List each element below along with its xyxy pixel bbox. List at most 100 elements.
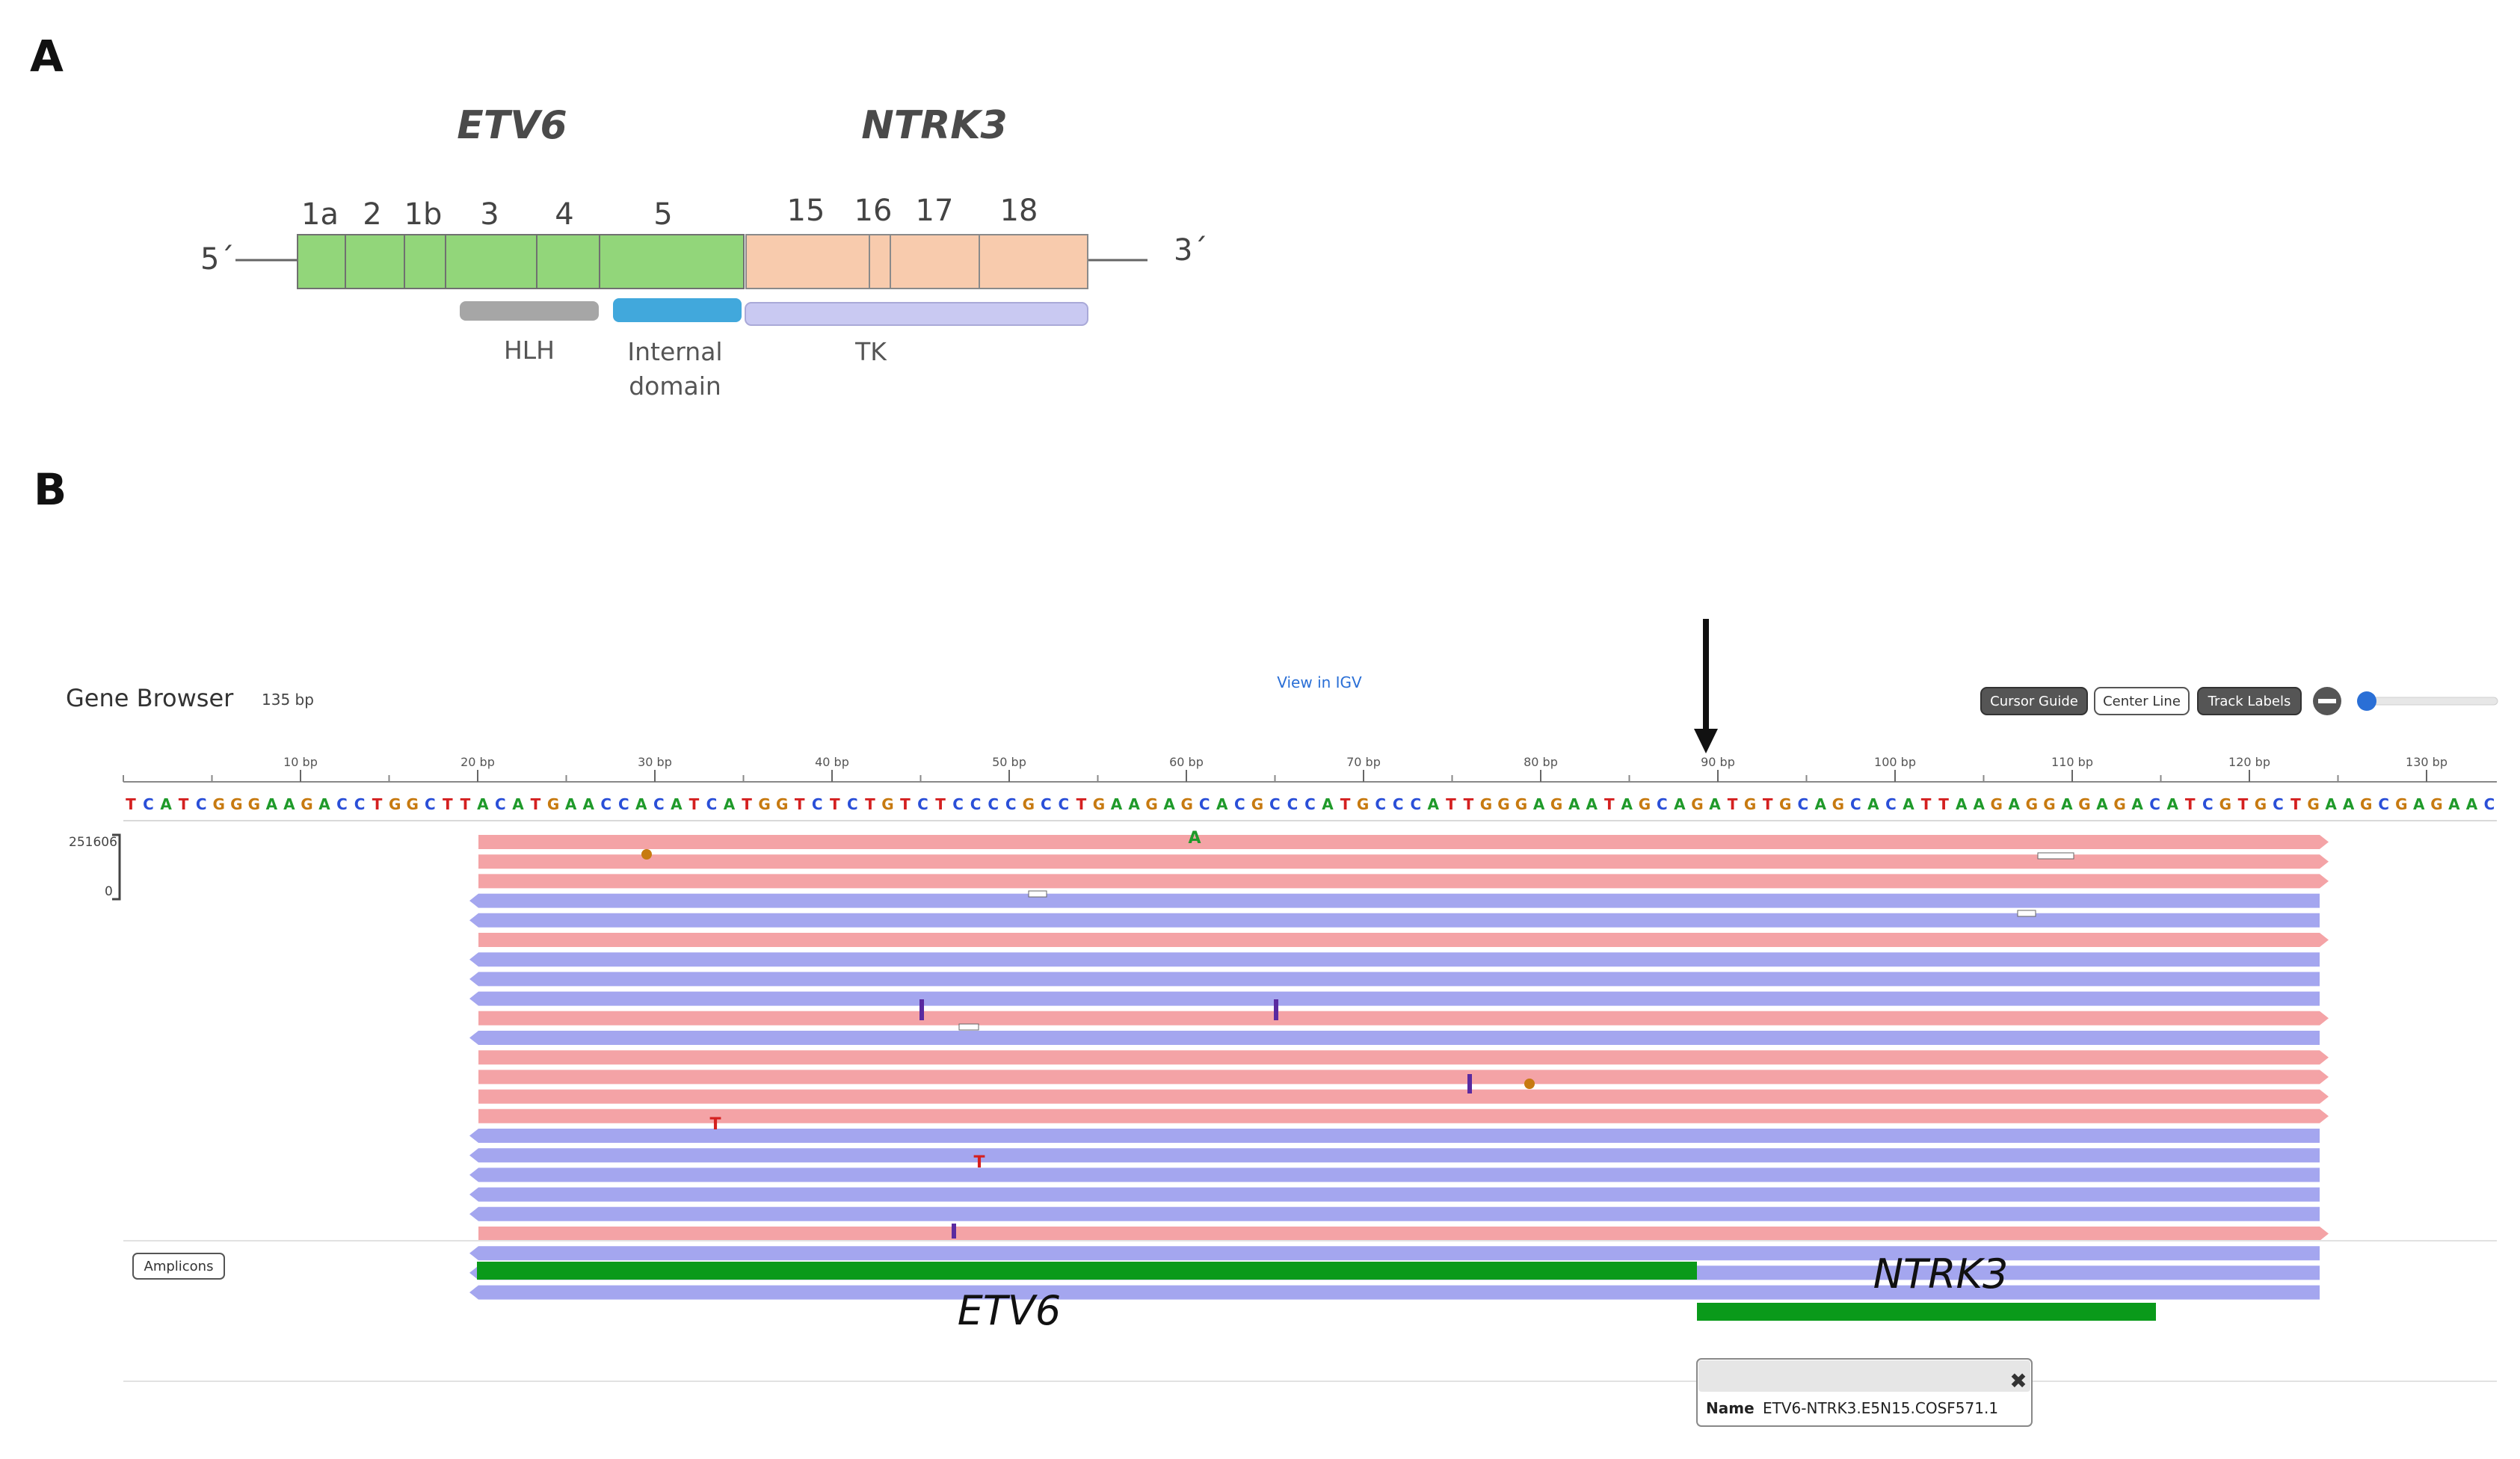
sequence-base: T <box>1763 795 1773 813</box>
sequence-base: G <box>301 795 312 813</box>
etv6-exon-group <box>297 234 745 289</box>
forward-read <box>478 874 2329 889</box>
ruler-tick-label: 70 bp <box>1346 755 1381 769</box>
reverse-read <box>469 991 2320 1006</box>
sequence-base: G <box>2430 795 2442 813</box>
reverse-read <box>469 1031 2320 1045</box>
sequence-base: C <box>1657 795 1668 813</box>
sequence-base: C <box>1041 795 1052 813</box>
cursor-guide-button[interactable]: Cursor Guide <box>1980 687 2088 715</box>
ruler-tick-label: 80 bp <box>1524 755 1558 769</box>
view-in-igv-link[interactable]: View in IGV <box>1277 673 1362 691</box>
sequence-base: G <box>1639 795 1651 813</box>
sequence-base: G <box>1023 795 1035 813</box>
sequence-base: G <box>1093 795 1105 813</box>
sequence-base: A <box>2166 795 2178 813</box>
ntrk3-exon-16 <box>869 234 891 289</box>
sequence-base: C <box>2202 795 2214 813</box>
sequence-base: A <box>1322 795 1334 813</box>
etv6-exon-1b <box>404 234 446 289</box>
forward-read <box>478 854 2329 869</box>
sequence-base: G <box>1145 795 1157 813</box>
sequence-base: T <box>460 795 471 813</box>
cursor-guide-button-label: Cursor Guide <box>1990 694 2078 709</box>
sequence-base: A <box>1709 795 1721 813</box>
popup-name-value: ETV6-NTRK3.E5N15.COSF571.1 <box>1763 1399 1998 1417</box>
popup-name-label: Name <box>1706 1399 1755 1417</box>
coverage-bracket <box>112 833 121 901</box>
amplicon-ntrk3-bar[interactable] <box>1697 1303 2156 1321</box>
forward-read <box>478 1227 2329 1241</box>
panel-label-b: B <box>34 464 67 515</box>
sequence-base: A <box>2466 795 2478 813</box>
sequence-base: C <box>970 795 982 813</box>
forward-read <box>478 1070 2329 1085</box>
amplicon-etv6-bar[interactable] <box>477 1262 1697 1280</box>
coverage-min-label: 0 <box>105 884 113 899</box>
forward-read <box>478 1089 2329 1104</box>
sequence-base: A <box>1128 795 1140 813</box>
sequence-base: A <box>635 795 647 813</box>
etv6-exon-1a <box>297 234 346 289</box>
sequence-base: G <box>1515 795 1527 813</box>
sequence-base: C <box>1375 795 1386 813</box>
center-line-button[interactable]: Center Line <box>2094 687 2190 715</box>
track-labels-button-label: Track Labels <box>2208 694 2291 709</box>
sequence-base: C <box>1393 795 1404 813</box>
sequence-base: C <box>2273 795 2284 813</box>
reverse-read <box>469 893 2320 908</box>
sequence-base: A <box>283 795 295 813</box>
sequence-base: C <box>196 795 207 813</box>
sequence-base: G <box>2360 795 2372 813</box>
zoom-out-icon[interactable] <box>2313 687 2341 715</box>
internal-domain-label-line2: domain <box>629 371 721 401</box>
reverse-read <box>469 1129 2320 1143</box>
sequence-base: A <box>671 795 683 813</box>
mismatch-g-dot <box>641 849 652 860</box>
zoom-slider-handle[interactable] <box>2357 691 2376 711</box>
sequence-base: T <box>372 795 383 813</box>
etv6-exon-2 <box>345 234 405 289</box>
popup-close-icon[interactable]: ✖ <box>2009 1369 2027 1393</box>
gene-title-etv6: ETV6 <box>457 103 567 148</box>
amplicon-etv6-label: ETV6 <box>958 1287 1061 1334</box>
exon-label: 2 <box>363 197 381 232</box>
sequence-base: G <box>1357 795 1369 813</box>
three-prime-label: 3´ <box>1174 233 1207 268</box>
sequence-base: T <box>1938 795 1949 813</box>
sequence-base: A <box>1533 795 1545 813</box>
sequence-base: C <box>2484 795 2495 813</box>
sequence-base: A <box>1621 795 1633 813</box>
tk-domain-bar <box>745 302 1088 326</box>
sequence-base: G <box>1251 795 1263 813</box>
reverse-read <box>469 1285 2320 1300</box>
insertion-mark <box>1274 999 1278 1020</box>
insertion-mark <box>1467 1074 1472 1094</box>
sequence-base: C <box>1797 795 1808 813</box>
sequence-base: A <box>1568 795 1580 813</box>
ruler-tick-label: 60 bp <box>1169 755 1204 769</box>
deletion-mark <box>958 1023 979 1031</box>
ruler-tick-label: 20 bp <box>460 755 495 769</box>
sequence-base: G <box>406 795 418 813</box>
exon-label: 4 <box>555 197 573 232</box>
amplicons-track-button[interactable]: Amplicons <box>132 1253 225 1280</box>
sequence-base: C <box>952 795 964 813</box>
sequence-base: C <box>847 795 858 813</box>
sequence-base: G <box>2078 795 2090 813</box>
exon-label: 3 <box>480 197 499 232</box>
sequence-base: C <box>812 795 823 813</box>
gene-title-ntrk3: NTRK3 <box>861 103 1008 148</box>
sequence-base: C <box>1850 795 1861 813</box>
sequence-base: G <box>758 795 770 813</box>
sequence-base: C <box>618 795 629 813</box>
sequence-base: T <box>1728 795 1738 813</box>
sequence-base: T <box>742 795 752 813</box>
track-labels-button[interactable]: Track Labels <box>2197 687 2302 715</box>
sequence-base: C <box>1199 795 1210 813</box>
sequence-base: G <box>1744 795 1756 813</box>
zoom-slider[interactable] <box>2357 691 2498 711</box>
forward-read <box>478 1108 2329 1123</box>
